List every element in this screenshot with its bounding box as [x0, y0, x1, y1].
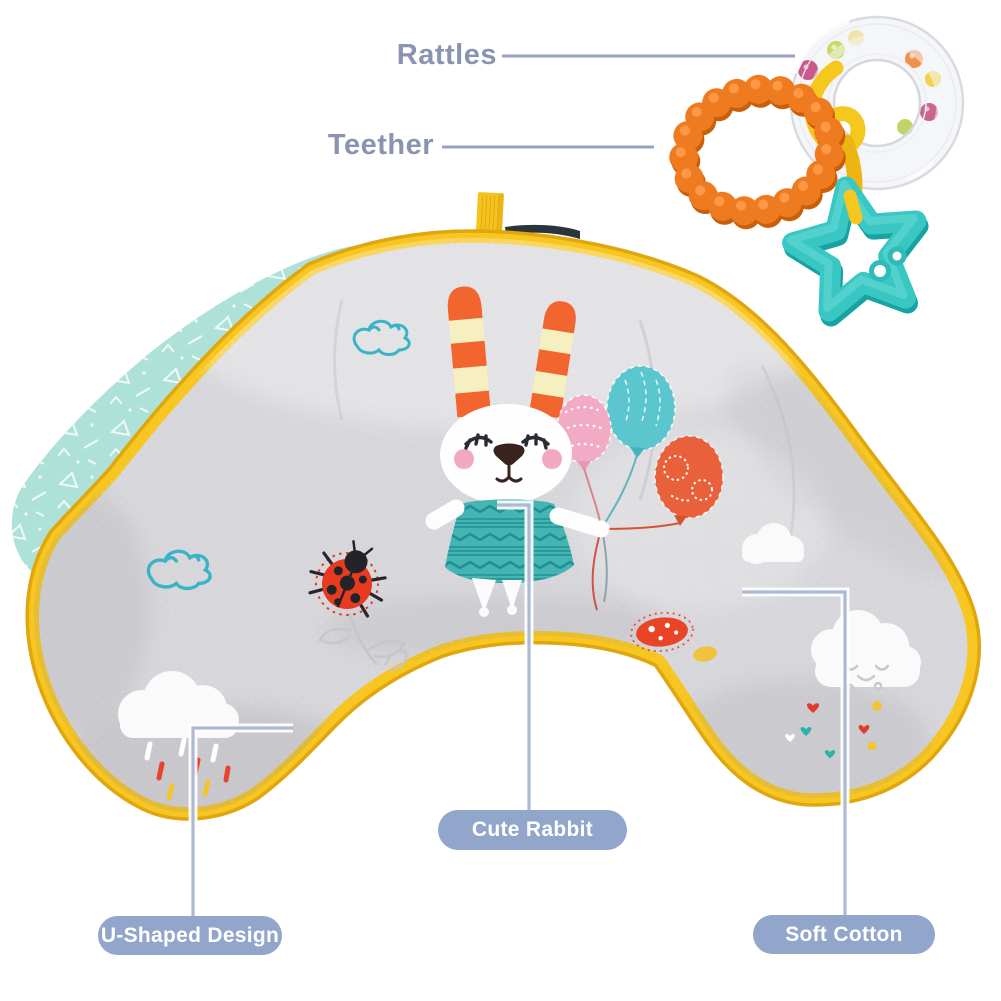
outline-cloud-graphic: [146, 319, 411, 591]
rabbit-face: [454, 433, 562, 483]
ladybug-graphic: [308, 540, 387, 618]
u-shaped-leader-line: [191, 726, 293, 916]
teether-ring-toy: [669, 74, 847, 230]
strap-tail: [843, 189, 863, 225]
flower-doodle: [318, 612, 408, 672]
balloons-graphic: [556, 365, 724, 526]
heart-rain: [785, 701, 882, 759]
small-cloud-graphic: [742, 523, 804, 564]
leader-lines: [188, 54, 850, 916]
callout-soft-cotton: Soft Cotton: [753, 915, 935, 954]
callout-cute-rabbit: Cute Rabbit: [438, 810, 627, 850]
cute-rabbit-graphic: [425, 285, 724, 617]
star-teether-toy: [782, 176, 929, 327]
hanging-toys: [669, 15, 965, 327]
seam-shadow: [505, 224, 580, 239]
label-teether: Teether: [327, 129, 434, 161]
label-rattles: Rattles: [396, 39, 497, 71]
callout-u-shaped-design: U-Shaped Design: [98, 916, 282, 955]
soft-cotton-leader-line: [742, 590, 847, 915]
mushroom-graphic: [630, 611, 717, 662]
hang-tag: [475, 192, 504, 240]
cute-rabbit-leader-line: [497, 503, 531, 810]
